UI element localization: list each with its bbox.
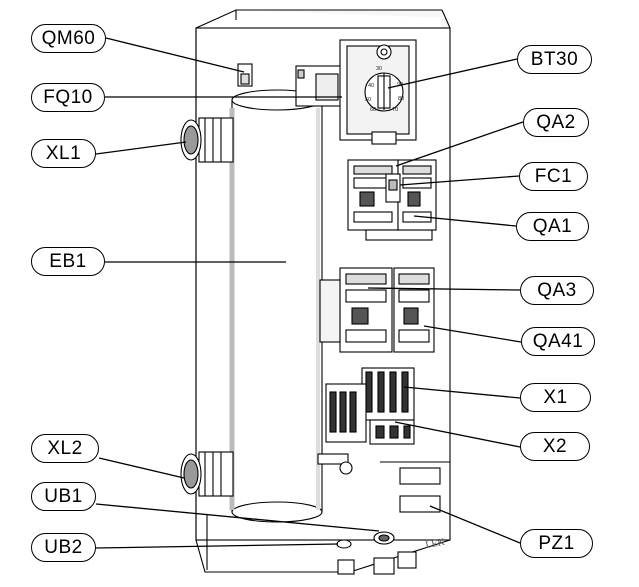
heater-tube <box>229 89 323 523</box>
type-plate-pz1 <box>399 467 441 513</box>
callout-qa41: QA41 <box>521 327 595 356</box>
callout-fc1: FC1 <box>519 162 588 191</box>
scale-mark: 50 <box>365 97 371 103</box>
contactor-qa2 <box>347 159 433 241</box>
callout-bt30: BT30 <box>517 45 592 74</box>
housing-text: LEK <box>425 537 447 551</box>
callout-qa3: QA3 <box>520 276 594 305</box>
leader-lines <box>95 37 524 549</box>
callout-eb1: EB1 <box>31 247 105 276</box>
thermostat-scale: 30 40 50 60 70 80 90 <box>365 66 404 113</box>
scale-mark: 40 <box>368 83 374 89</box>
contactor-qa41 <box>393 267 435 353</box>
scale-mark: 90 <box>397 82 403 88</box>
callout-pz1: PZ1 <box>520 529 593 558</box>
callout-xl1: XL1 <box>31 139 96 168</box>
scale-mark: 70 <box>392 107 398 113</box>
callout-ub1: UB1 <box>31 482 96 511</box>
scale-mark: 60 <box>370 107 376 113</box>
thermostat-bt30 <box>339 39 417 145</box>
xl1-connection <box>180 117 234 163</box>
scale-mark: 80 <box>398 96 404 102</box>
callout-qm60: QM60 <box>31 24 106 53</box>
callout-ub2: UB2 <box>31 533 96 562</box>
earth-clamp <box>317 453 353 475</box>
callout-qa2: QA2 <box>523 108 589 137</box>
breaker-fc1 <box>385 173 401 203</box>
cable-glands <box>336 531 417 575</box>
callout-xl2: XL2 <box>31 434 99 463</box>
callout-x1: X1 <box>520 383 591 412</box>
callout-fq10: FQ10 <box>31 83 105 112</box>
contactor-qa1 <box>397 159 437 231</box>
scale-mark: 30 <box>376 66 382 72</box>
callout-x2: X2 <box>520 432 590 461</box>
contactor-qa3 <box>319 267 393 353</box>
xl2-connection <box>180 451 234 497</box>
terminal-block-x1 <box>361 367 415 421</box>
qm60-valve <box>237 63 253 87</box>
callout-qa1: QA1 <box>516 212 589 241</box>
